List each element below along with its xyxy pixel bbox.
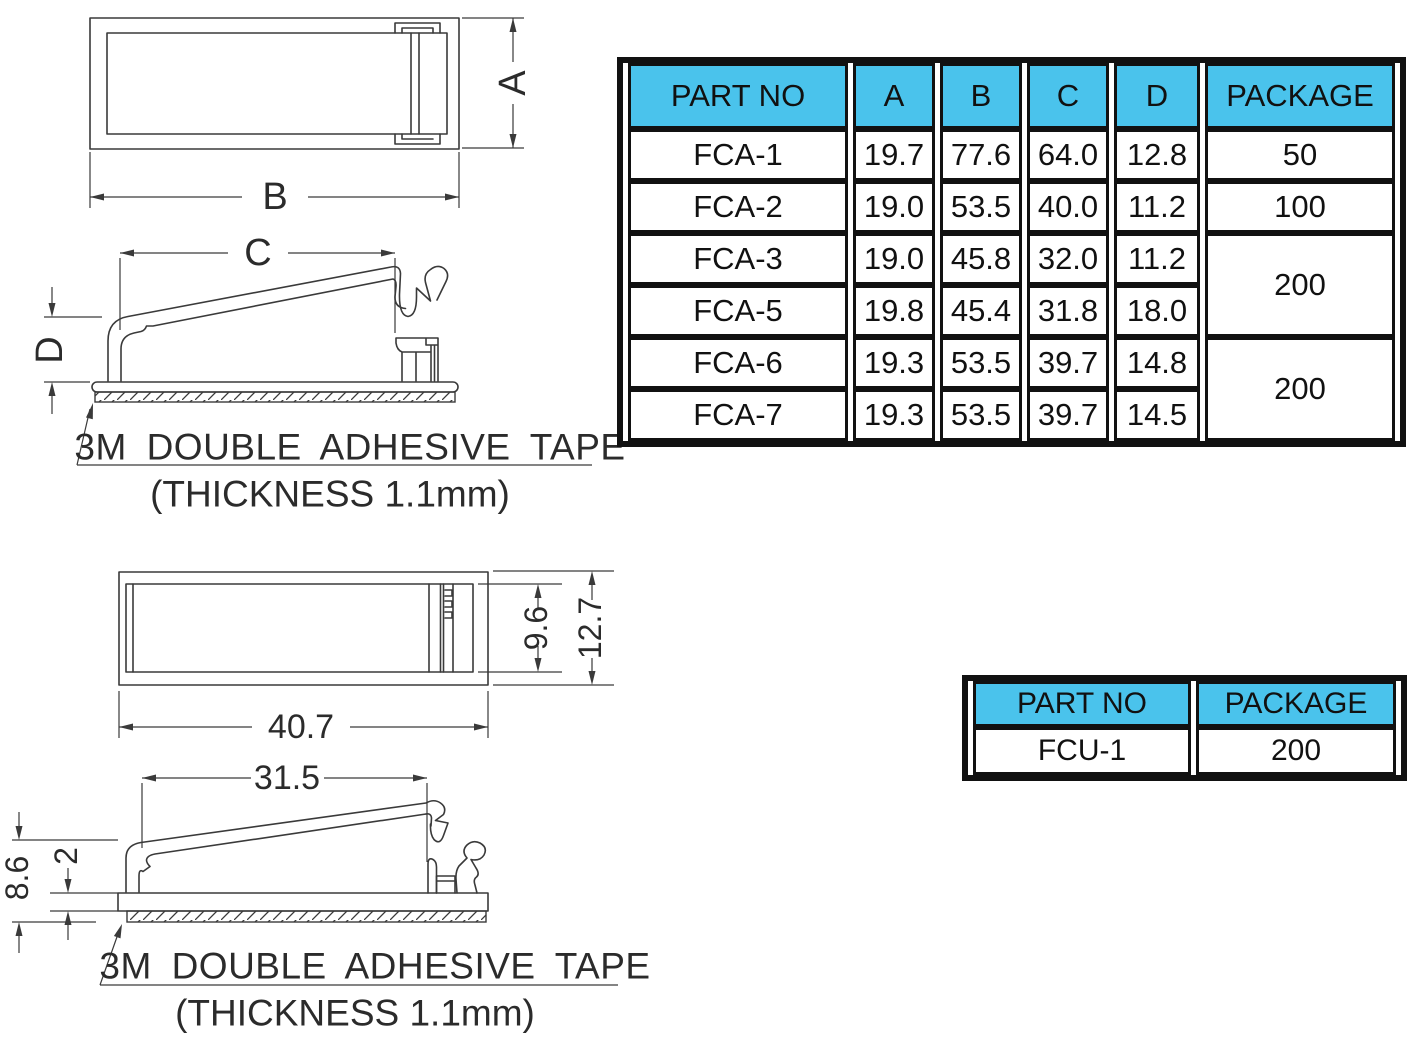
table-cell: 14.5 xyxy=(1114,389,1200,441)
table-cell: 14.8 xyxy=(1114,337,1200,389)
table-row: FCU-1 200 xyxy=(973,727,1396,775)
fcu-dim-span-label: 31.5 xyxy=(254,759,320,797)
fcu-tape-note-line1: 3M DOUBLE ADHESIVE TAPE xyxy=(99,946,650,987)
table-cell: 45.4 xyxy=(940,285,1022,337)
fca-tape-note: 3M DOUBLE ADHESIVE TAPE (THICKNESS 1.1mm… xyxy=(74,403,625,515)
table-cell: 11.2 xyxy=(1114,233,1200,285)
fca-table: PART NO A B C D PACKAGE FCA-1 19.7 77.6 … xyxy=(617,57,1406,447)
table-cell: 31.8 xyxy=(1027,285,1109,337)
fcu-dim-outer-height: 12.7 xyxy=(493,570,614,686)
table-cell: 11.2 xyxy=(1114,181,1200,233)
table-cell: FCA-7 xyxy=(628,389,848,441)
table-row: FCA-6 19.3 53.5 39.7 14.8 200 xyxy=(628,337,1395,441)
table-cell: 100 xyxy=(1205,181,1395,233)
fcu-dim-base-thickness: 2 xyxy=(48,847,118,940)
table-cell: 200 xyxy=(1196,727,1396,775)
fca-col-header-b: B xyxy=(940,63,1022,129)
fca-dim-c: C xyxy=(119,232,396,333)
table-cell: 19.0 xyxy=(853,181,935,233)
fcu-dim-height: 8.6 xyxy=(0,812,118,953)
fcu-tape-note: 3M DOUBLE ADHESIVE TAPE (THICKNESS 1.1mm… xyxy=(99,924,650,1034)
fca-tape-hatch xyxy=(94,391,456,403)
fca-col-header-package: PACKAGE xyxy=(1205,63,1395,129)
fca-col-header-d: D xyxy=(1114,63,1200,129)
table-cell: FCA-1 xyxy=(628,129,848,181)
fca-dim-d: D xyxy=(29,287,102,414)
fca-top-view xyxy=(89,17,460,150)
table-cell: FCA-3 xyxy=(628,233,848,285)
table-row: FCA-1 19.7 77.6 64.0 12.8 50 xyxy=(628,129,1395,181)
table-cell: 19.8 xyxy=(853,285,935,337)
table-cell: 53.5 xyxy=(940,181,1022,233)
table-cell: 19.3 xyxy=(853,389,935,441)
table-cell: 45.8 xyxy=(940,233,1022,285)
fca-dim-c-label: C xyxy=(244,232,271,274)
fcu-dim-base-thickness-label: 2 xyxy=(48,847,84,865)
table-cell: 19.3 xyxy=(853,337,935,389)
table-cell: FCU-1 xyxy=(973,727,1191,775)
fcu-dim-inner-height: 9.6 xyxy=(478,583,562,673)
fca-dim-a-label: A xyxy=(492,70,534,96)
fcu-side-view xyxy=(117,799,489,923)
fca-dim-b-label: B xyxy=(262,176,287,218)
fca-tape-note-line1: 3M DOUBLE ADHESIVE TAPE xyxy=(74,427,625,468)
table-cell: 200 xyxy=(1205,337,1395,441)
fcu-dim-width-label: 40.7 xyxy=(268,708,334,746)
table-row: FCA-3 19.0 45.8 32.0 11.2 200 xyxy=(628,233,1395,337)
fca-dim-b: B xyxy=(89,152,460,218)
fcu-dim-span: 31.5 xyxy=(141,759,428,862)
table-row: FCA-5 19.8 45.4 31.8 18.0 xyxy=(628,285,1395,337)
fca-col-header-part-no: PART NO xyxy=(628,63,848,129)
table-row: FCA-7 19.3 53.5 39.7 14.5 xyxy=(628,389,1395,441)
fca-col-header-a: A xyxy=(853,63,935,129)
fcu-dim-outer-height-label: 12.7 xyxy=(572,597,608,659)
table-cell: 19.7 xyxy=(853,129,935,181)
table-cell: 39.7 xyxy=(1027,337,1109,389)
table-cell: 40.0 xyxy=(1027,181,1109,233)
table-cell: 50 xyxy=(1205,129,1395,181)
table-cell: 32.0 xyxy=(1027,233,1109,285)
fca-side-view xyxy=(91,265,459,403)
table-cell: 53.5 xyxy=(940,389,1022,441)
fcu-dim-inner-height-label: 9.6 xyxy=(518,606,554,650)
fcu-col-header-part-no: PART NO xyxy=(973,681,1191,727)
fca-dim-d-label: D xyxy=(29,336,71,363)
fcu-top-view xyxy=(118,571,489,686)
fcu-tape-note-line2: (THICKNESS 1.1mm) xyxy=(175,993,535,1034)
fca-col-header-c: C xyxy=(1027,63,1109,129)
table-row: FCA-2 19.0 53.5 40.0 11.2 100 xyxy=(628,181,1395,233)
fcu-col-header-package: PACKAGE xyxy=(1196,681,1396,727)
fcu-dim-height-label: 8.6 xyxy=(0,856,35,900)
table-cell: 53.5 xyxy=(940,337,1022,389)
table-cell: 19.0 xyxy=(853,233,935,285)
table-cell: FCA-5 xyxy=(628,285,848,337)
table-cell: 39.7 xyxy=(1027,389,1109,441)
fca-table-header-row: PART NO A B C D PACKAGE xyxy=(628,63,1395,129)
table-cell: 18.0 xyxy=(1114,285,1200,337)
table-cell: 200 xyxy=(1205,233,1395,337)
fca-dim-a: A xyxy=(462,17,534,149)
fcu-tape-hatch xyxy=(126,910,487,923)
table-cell: 77.6 xyxy=(940,129,1022,181)
table-cell: FCA-2 xyxy=(628,181,848,233)
table-cell: FCA-6 xyxy=(628,337,848,389)
fcu-table: PART NO PACKAGE FCU-1 200 xyxy=(962,675,1407,781)
table-cell: 12.8 xyxy=(1114,129,1200,181)
fcu-table-header-row: PART NO PACKAGE xyxy=(973,681,1396,727)
table-cell: 64.0 xyxy=(1027,129,1109,181)
fca-tape-note-line2: (THICKNESS 1.1mm) xyxy=(150,474,510,515)
fcu-dim-width: 40.7 xyxy=(118,691,489,746)
